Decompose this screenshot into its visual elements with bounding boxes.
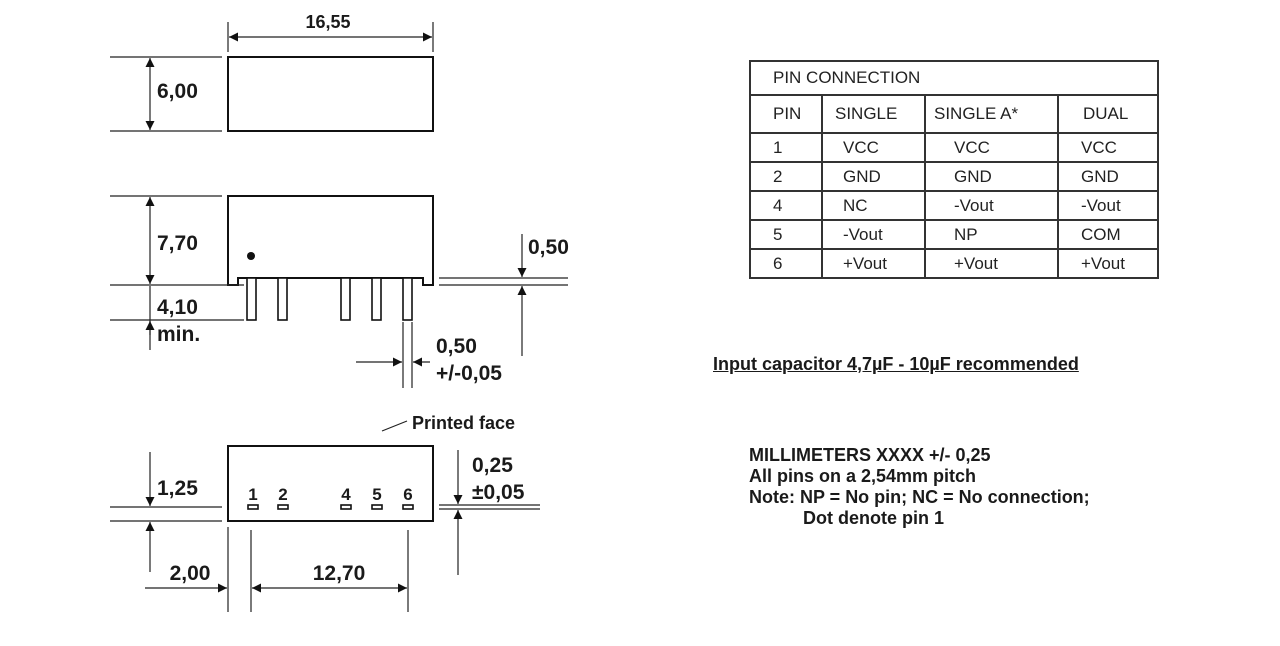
pin-connection-table: PIN CONNECTION PIN SINGLE SINGLE A* DUAL… — [749, 60, 1159, 279]
pin-number-6: 6 — [403, 485, 412, 504]
top-width-label: 16,55 — [305, 12, 350, 32]
cell-single-a: VCC — [924, 132, 1059, 163]
note-pitch: All pins on a 2,54mm pitch — [749, 466, 977, 486]
printed-face-leader — [381, 420, 408, 432]
note-dot: Dot denote pin 1 — [803, 508, 944, 528]
cell-single-a: +Vout — [924, 248, 1059, 279]
pin-length-min-label: min. — [157, 323, 200, 346]
table-title: PIN CONNECTION — [749, 60, 1159, 96]
capacitor-note: Input capacitor 4,7µF - 10µF recommended — [713, 354, 1079, 374]
cell-dual: -Vout — [1057, 190, 1159, 221]
cell-single-a: -Vout — [924, 190, 1059, 221]
pin-number-4: 4 — [341, 485, 351, 504]
pin-width-tol-label: +/-0,05 — [436, 362, 502, 385]
note-tolerance: MILLIMETERS XXXX +/- 0,25 — [749, 445, 991, 465]
cell-single-a: NP — [924, 219, 1059, 250]
pin1-dot — [247, 252, 255, 260]
header-single-a: SINGLE A* — [924, 94, 1059, 134]
cell-pin: 2 — [749, 161, 823, 192]
note-legend: Note: NP = No pin; NC = No connection; — [749, 487, 1090, 507]
bottom-view-body — [227, 445, 434, 522]
cell-dual: VCC — [1057, 132, 1159, 163]
cell-pin: 6 — [749, 248, 823, 279]
table-row: 5 -Vout NP COM — [749, 219, 1159, 250]
pin-span-label: 12,70 — [313, 562, 366, 585]
table-header-row: PIN SINGLE SINGLE A* DUAL — [749, 94, 1159, 134]
side-height-label: 7,70 — [157, 232, 198, 255]
cell-pin: 5 — [749, 219, 823, 250]
table-row: 4 NC -Vout -Vout — [749, 190, 1159, 221]
side-view: 7,70 4,10 min. 0,50 0,50 +/-0,05 — [110, 195, 569, 388]
cell-single: +Vout — [821, 248, 926, 279]
cell-single: GND — [821, 161, 926, 192]
cell-dual: COM — [1057, 219, 1159, 250]
bottom-view: Printed face 1 2 4 5 6 1,25 0,25 ±0,05 2… — [110, 413, 540, 612]
cell-single: VCC — [821, 132, 926, 163]
pin-number-2: 2 — [278, 485, 287, 504]
cell-single-a: GND — [924, 161, 1059, 192]
standoff-label: 0,50 — [528, 236, 569, 259]
thickness-right-label: 0,25 — [472, 454, 513, 477]
header-pin: PIN — [749, 94, 823, 134]
header-dual: DUAL — [1057, 94, 1159, 134]
pin1-offset-label: 2,00 — [170, 562, 211, 585]
table-row: 6 +Vout +Vout +Vout — [749, 248, 1159, 279]
pin-length-label: 4,10 — [157, 296, 198, 319]
top-view-body — [227, 56, 434, 132]
notes-block: MILLIMETERS XXXX +/- 0,25 All pins on a … — [749, 445, 1090, 529]
header-single: SINGLE — [821, 94, 926, 134]
cell-pin: 4 — [749, 190, 823, 221]
cell-single: NC — [821, 190, 926, 221]
thickness-right-tol-label: ±0,05 — [472, 481, 525, 504]
table-row: 2 GND GND GND — [749, 161, 1159, 192]
printed-face-label: Printed face — [412, 413, 515, 433]
thickness-left-label: 1,25 — [157, 477, 198, 500]
side-view-body — [227, 195, 434, 286]
cell-dual: GND — [1057, 161, 1159, 192]
top-height-label: 6,00 — [157, 80, 198, 103]
cell-dual: +Vout — [1057, 248, 1159, 279]
table-row: 1 VCC VCC VCC — [749, 132, 1159, 163]
top-view: 16,55 6,00 — [110, 12, 434, 132]
pin-number-1: 1 — [248, 485, 257, 504]
cell-pin: 1 — [749, 132, 823, 163]
pin-width-label: 0,50 — [436, 335, 477, 358]
cell-single: -Vout — [821, 219, 926, 250]
pin-number-5: 5 — [372, 485, 381, 504]
